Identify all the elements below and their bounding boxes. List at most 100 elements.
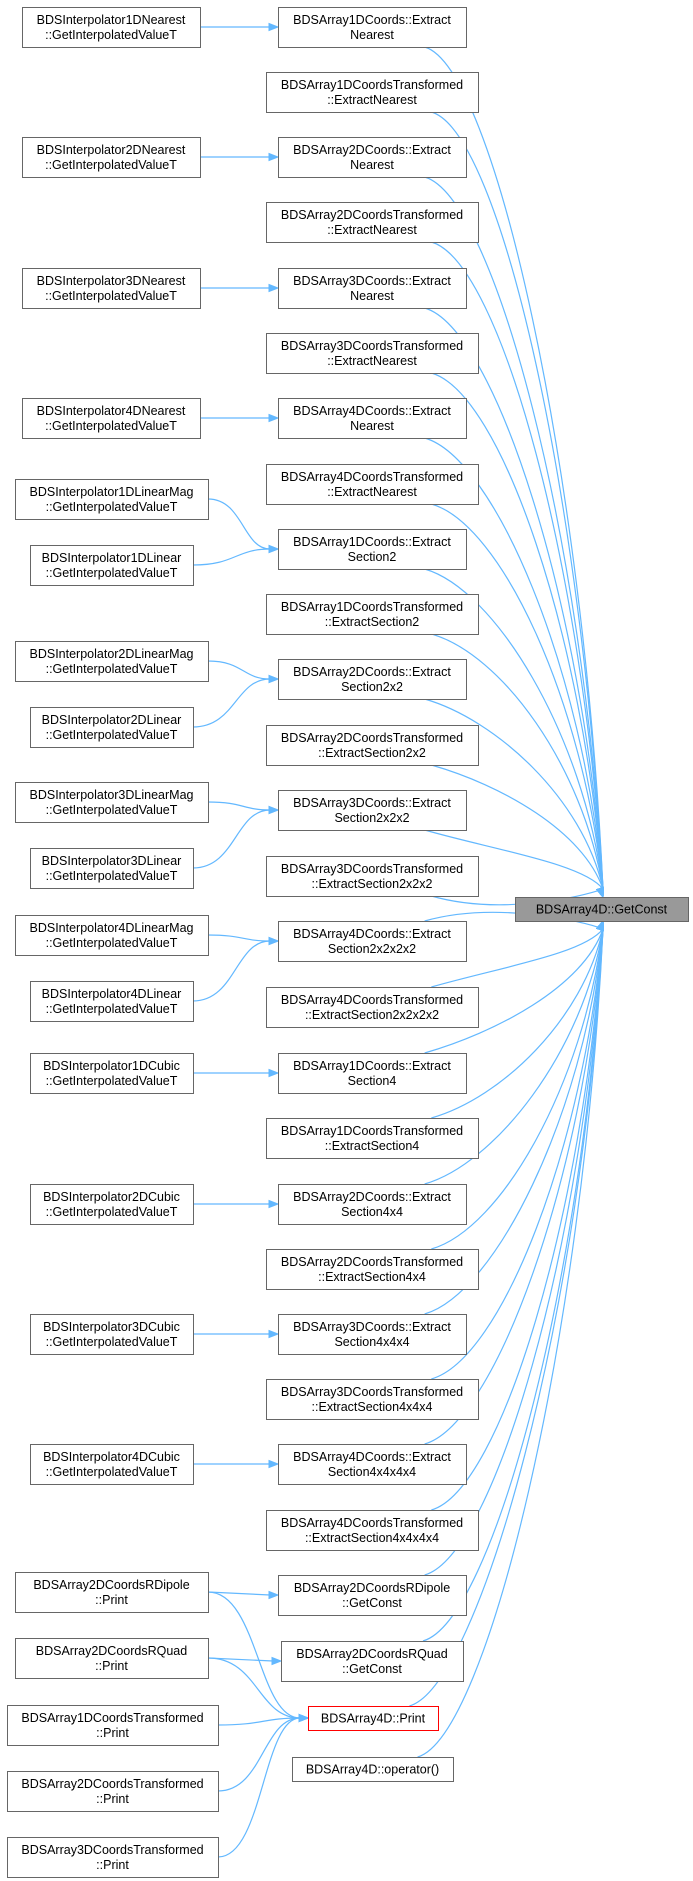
graph-node[interactable]: BDSInterpolator1DLinearMag::GetInterpola… xyxy=(15,479,209,520)
graph-node[interactable]: BDSArray3DCoordsTransformed::ExtractSect… xyxy=(266,856,479,897)
arrowhead xyxy=(268,1068,280,1078)
node-box xyxy=(266,725,479,766)
graph-node[interactable]: BDSArray2DCoords::ExtractSection4x4 xyxy=(278,1184,467,1225)
node-box xyxy=(30,981,194,1022)
node-label: BDSArray1DCoordsTransformed xyxy=(281,78,463,92)
node-box xyxy=(278,1053,467,1094)
graph-node[interactable]: BDSArray2DCoords::ExtractSection2x2 xyxy=(278,659,467,700)
graph-node[interactable]: BDSInterpolator3DNearest::GetInterpolate… xyxy=(22,268,201,309)
graph-node[interactable]: BDSArray3DCoords::ExtractSection2x2x2 xyxy=(278,790,467,831)
call-edge xyxy=(217,1717,301,1858)
node-label: ::GetInterpolatedValueT xyxy=(46,1074,178,1088)
node-label: BDSArray2DCoords::Extract xyxy=(293,665,451,679)
call-edge xyxy=(217,1717,301,1792)
call-edge xyxy=(424,928,604,1185)
node-label: Section4 xyxy=(348,1074,397,1088)
node-label: ::Print xyxy=(95,1659,128,1673)
node-label: ::GetInterpolatedValueT xyxy=(46,1002,178,1016)
graph-node[interactable]: BDSArray4DCoordsTransformed::ExtractSect… xyxy=(266,1510,479,1551)
node-label: ::ExtractSection2x2x2 xyxy=(312,877,433,891)
node-box xyxy=(278,921,467,962)
graph-node[interactable]: BDSArray2DCoordsRQuad::GetConst xyxy=(281,1641,464,1682)
graph-node[interactable]: BDSArray4DCoordsTransformed::ExtractSect… xyxy=(266,987,479,1028)
graph-node[interactable]: BDSInterpolator3DLinear::GetInterpolated… xyxy=(30,848,194,889)
graph-node[interactable]: BDSInterpolator3DCubic::GetInterpolatedV… xyxy=(30,1314,194,1355)
node-label: BDSInterpolator2DCubic xyxy=(43,1190,180,1204)
graph-node[interactable]: BDSArray2DCoordsTransformed::Print xyxy=(7,1771,219,1812)
node-label: ::ExtractSection4x4 xyxy=(318,1270,426,1284)
graph-node[interactable]: BDSInterpolator4DLinearMag::GetInterpola… xyxy=(15,915,209,956)
graph-node[interactable]: BDSArray4DCoordsTransformed::ExtractNear… xyxy=(266,464,479,505)
node-label: BDSInterpolator4DCubic xyxy=(43,1450,180,1464)
target-node[interactable]: BDSArray4D::GetConst xyxy=(515,897,689,922)
graph-node[interactable]: BDSArray1DCoordsTransformed::ExtractSect… xyxy=(266,1118,479,1159)
nodes: BDSInterpolator1DNearest::GetInterpolate… xyxy=(7,7,689,1878)
graph-node[interactable]: BDSArray4DCoords::ExtractSection4x4x4x4 xyxy=(278,1444,467,1485)
graph-node[interactable]: BDSInterpolator2DLinearMag::GetInterpola… xyxy=(15,641,209,682)
graph-node[interactable]: BDSInterpolator3DLinearMag::GetInterpola… xyxy=(15,782,209,823)
node-label: ::GetInterpolatedValueT xyxy=(46,803,178,817)
graph-node[interactable]: BDSArray2DCoords::ExtractNearest xyxy=(278,137,467,178)
node-label: BDSInterpolator1DNearest xyxy=(37,13,186,27)
node-label: Section2x2x2 xyxy=(334,811,409,825)
graph-node[interactable]: BDSArray3DCoordsTransformed::ExtractSect… xyxy=(266,1379,479,1420)
node-label: BDSInterpolator3DLinear xyxy=(42,854,182,868)
graph-node[interactable]: BDSArray2DCoordsRDipole::Print xyxy=(15,1572,209,1613)
graph-node[interactable]: BDSInterpolator4DNearest::GetInterpolate… xyxy=(22,398,201,439)
node-box xyxy=(30,707,194,748)
graph-node[interactable]: BDSArray3DCoords::ExtractSection4x4x4 xyxy=(278,1314,467,1355)
graph-node[interactable]: BDSInterpolator1DCubic::GetInterpolatedV… xyxy=(30,1053,194,1094)
graph-node[interactable]: BDSInterpolator2DNearest::GetInterpolate… xyxy=(22,137,201,178)
node-label: BDSArray4DCoordsTransformed xyxy=(281,470,463,484)
node-label: ::GetInterpolatedValueT xyxy=(45,289,177,303)
graph-node[interactable]: BDSArray2DCoordsRDipole::GetConst xyxy=(278,1575,467,1616)
call-edge xyxy=(417,928,604,1758)
node-box xyxy=(22,268,201,309)
call-edge xyxy=(424,307,604,890)
graph-node[interactable]: BDSArray4DCoords::ExtractSection2x2x2x2 xyxy=(278,921,467,962)
graph-node[interactable]: BDSInterpolator1DNearest::GetInterpolate… xyxy=(22,7,201,48)
node-box xyxy=(281,1641,464,1682)
graph-node[interactable]: BDSArray2DCoordsTransformed::ExtractNear… xyxy=(266,202,479,243)
node-label: BDSArray1DCoordsTransformed xyxy=(281,600,463,614)
graph-node[interactable]: BDSArray2DCoordsTransformed::ExtractSect… xyxy=(266,725,479,766)
graph-node[interactable]: BDSInterpolator2DCubic::GetInterpolatedV… xyxy=(30,1184,194,1225)
node-label: BDSInterpolator1DCubic xyxy=(43,1059,180,1073)
node-label: BDSArray2DCoordsRDipole xyxy=(294,1581,450,1595)
graph-node[interactable]: BDSArray1DCoords::ExtractSection2 xyxy=(278,529,467,570)
arrowhead xyxy=(268,1590,280,1600)
graph-node[interactable]: BDSArray3DCoordsTransformed::ExtractNear… xyxy=(266,333,479,374)
graph-node[interactable]: BDSInterpolator2DLinear::GetInterpolated… xyxy=(30,707,194,748)
node-box xyxy=(266,856,479,897)
graph-node[interactable]: BDSArray3DCoordsTransformed::Print xyxy=(7,1837,219,1878)
graph-node[interactable]: BDSArray4DCoords::ExtractNearest xyxy=(278,398,467,439)
graph-node[interactable]: BDSInterpolator4DLinear::GetInterpolated… xyxy=(30,981,194,1022)
graph-node[interactable]: BDSArray2DCoordsRQuad::Print xyxy=(15,1638,209,1679)
graph-node[interactable]: BDSArray4D::operator() xyxy=(292,1757,454,1782)
graph-node[interactable]: BDSArray2DCoordsTransformed::ExtractSect… xyxy=(266,1249,479,1290)
node-label: BDSArray1DCoords::Extract xyxy=(293,1059,451,1073)
graph-node[interactable]: BDSArray1DCoordsTransformed::Print xyxy=(7,1705,219,1746)
graph-node[interactable]: BDSArray1DCoordsTransformed::ExtractSect… xyxy=(266,594,479,635)
node-label: BDSInterpolator3DCubic xyxy=(43,1320,180,1334)
graph-node[interactable]: BDSArray1DCoordsTransformed::ExtractNear… xyxy=(266,72,479,113)
node-label: BDSArray2DCoordsRDipole xyxy=(33,1578,189,1592)
node-box xyxy=(22,137,201,178)
node-box xyxy=(15,479,209,520)
node-box xyxy=(15,915,209,956)
graph-node[interactable]: BDSInterpolator4DCubic::GetInterpolatedV… xyxy=(30,1444,194,1485)
node-label: Section2x2 xyxy=(341,680,403,694)
node-label: Nearest xyxy=(350,419,394,433)
node-label: ::ExtractNearest xyxy=(327,223,417,237)
graph-node[interactable]: BDSInterpolator1DLinear::GetInterpolated… xyxy=(30,545,194,586)
node-box xyxy=(30,848,194,889)
node-label: Section4x4x4x4 xyxy=(328,1465,416,1479)
node-box xyxy=(278,790,467,831)
graph-node[interactable]: BDSArray1DCoords::ExtractNearest xyxy=(278,7,467,48)
graph-node[interactable]: BDSArray4D::Print xyxy=(308,1706,439,1731)
graph-node[interactable]: BDSArray1DCoords::ExtractSection4 xyxy=(278,1053,467,1094)
node-box xyxy=(30,1314,194,1355)
node-box xyxy=(278,137,467,178)
node-label: BDSArray4DCoords::Extract xyxy=(293,404,451,418)
graph-node[interactable]: BDSArray3DCoords::ExtractNearest xyxy=(278,268,467,309)
